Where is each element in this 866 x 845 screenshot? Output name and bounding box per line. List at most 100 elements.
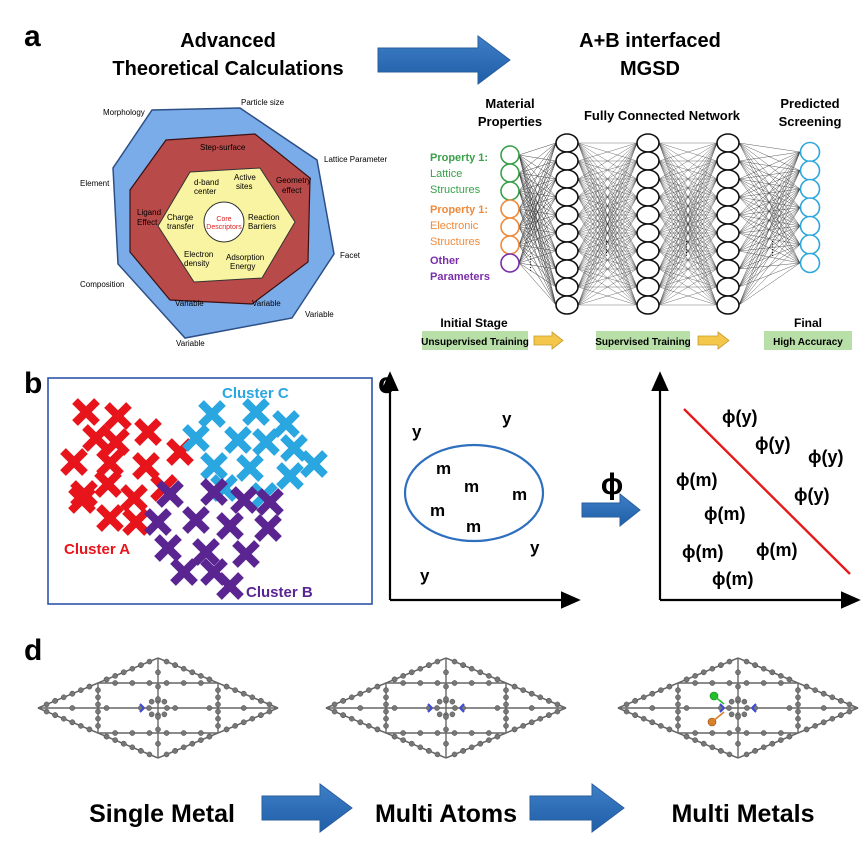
middle-label-geometry: Geometry [276, 176, 311, 185]
carbon-atom [383, 701, 389, 708]
carbon-atom [155, 740, 161, 747]
carbon-atom [503, 723, 509, 729]
panel-d: d Single Metal Multi Atoms Multi Metals [24, 634, 859, 833]
carbon-atom [795, 701, 801, 708]
nn-edge [577, 232, 638, 306]
hidden-node [716, 241, 740, 261]
carbon-atom [129, 665, 136, 672]
cluster-c-point [252, 428, 280, 456]
right-title-line1: A+B interfaced [579, 30, 721, 52]
property1-desc-1: Lattice [430, 168, 462, 180]
stage-box-supervised-text: Supervised Training [595, 337, 691, 348]
molecule-multi-metals [617, 657, 859, 759]
nn-edge [738, 196, 801, 264]
nn-edge [738, 151, 801, 234]
carbon-atom [675, 723, 681, 729]
middle-label-variable-2: Variable [252, 299, 281, 308]
cluster-c-point [236, 454, 264, 482]
hidden-node [716, 277, 740, 297]
metal-site [427, 703, 433, 709]
core-label-2: Descriptors [206, 224, 242, 231]
nn-edge [577, 142, 638, 252]
carbon-atom [366, 687, 372, 693]
nn-edge [738, 151, 801, 252]
neural-network: Material Properties Fully Connected Netw… [430, 96, 841, 315]
carbon-atom [528, 690, 535, 697]
nn-edge [738, 151, 801, 162]
nn-edge [577, 142, 638, 162]
carbon-atom [769, 740, 776, 747]
cluster-a-label: Cluster A [64, 541, 130, 558]
nn-edge [738, 250, 801, 264]
carbon-atom [383, 687, 389, 693]
carbon-atom [180, 680, 187, 686]
hidden-node [636, 223, 660, 243]
nn-edge [738, 214, 801, 264]
nn-edge [738, 262, 801, 306]
carbon-atom [718, 748, 724, 754]
stage-box-supervised [596, 331, 690, 350]
dots-3: ...... [683, 240, 694, 257]
carbon-atom [215, 687, 221, 693]
carbon-atom [43, 708, 50, 715]
hidden-node [636, 241, 660, 261]
nn-edge [577, 268, 638, 306]
nn-edge [738, 142, 801, 171]
carbon-atom [138, 748, 144, 754]
carbon-atom [812, 687, 818, 693]
output-node [799, 141, 821, 163]
cluster-a-point [60, 448, 88, 476]
carbon-atom [164, 705, 170, 711]
carbon-atom [60, 715, 67, 722]
inner-label-reaction-2: Barriers [248, 222, 276, 231]
panel-b: b Cluster C Cluster A Cluster B [24, 367, 373, 605]
left-point-label: m [430, 501, 445, 520]
nn-edge [518, 142, 557, 174]
carbon-atom [163, 751, 170, 758]
panel-b-letter: b [24, 367, 42, 400]
carbon-atom [769, 669, 776, 676]
carbon-atom [683, 733, 690, 740]
inner-label-dband: d-band [194, 178, 219, 187]
carbon-atom [449, 711, 456, 718]
hidden-node [716, 223, 740, 243]
carbon-atom [451, 680, 458, 686]
cluster-a-point [68, 486, 96, 514]
nn-edge [518, 142, 557, 210]
cluster-c-point [276, 462, 304, 490]
carbon-atom [692, 730, 698, 736]
carbon-atom [206, 676, 213, 683]
inner-label-charge-2: transfer [167, 222, 194, 231]
header-network: Fully Connected Network [584, 108, 741, 123]
carbon-atom [709, 680, 716, 686]
nn-edge [577, 142, 638, 306]
cluster-a-point [134, 418, 162, 446]
nn-edge [518, 142, 557, 246]
nn-edge [658, 142, 718, 234]
hidden-node [555, 223, 579, 243]
property2-label: Property 1: [430, 204, 488, 216]
carbon-atom [503, 687, 509, 693]
cluster-b-point [232, 540, 260, 568]
nn-edge [518, 262, 557, 288]
carbon-atom [838, 712, 844, 718]
hidden-node [716, 205, 740, 225]
carbon-atom [709, 730, 716, 736]
carbon-atom [511, 683, 518, 690]
metal-site [139, 707, 145, 713]
label-multi-metals: Multi Metals [671, 800, 814, 828]
carbon-atom [468, 665, 475, 672]
carbon-atom [215, 723, 221, 729]
other-label-1: Other [430, 255, 460, 267]
nn-edge [577, 214, 638, 306]
inner-label-electron: Electron [184, 250, 213, 259]
molecule-single-metal [37, 657, 279, 759]
nn-edge [577, 286, 638, 306]
carbon-atom [760, 744, 767, 751]
carbon-atom [129, 730, 136, 736]
input-node [500, 145, 520, 165]
carbon-atom [537, 694, 544, 701]
right-point-label: ϕ(m) [712, 569, 753, 589]
